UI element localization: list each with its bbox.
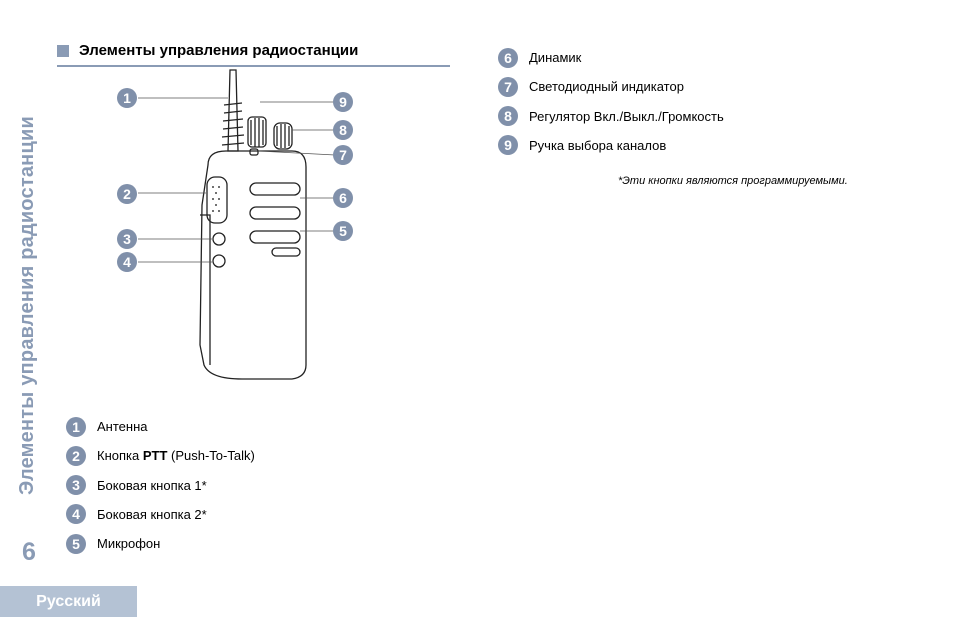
legend-item: 8 Регулятор Вкл./Выкл./Громкость <box>498 102 724 131</box>
footnote: *Эти кнопки являются программируемыми. <box>618 175 848 187</box>
legend-item: 4 Боковая кнопка 2* <box>66 500 255 529</box>
legend-label-prefix: Кнопка <box>97 448 143 464</box>
legend-label: Динамик <box>529 50 582 66</box>
callout-badge-1: 1 <box>117 88 137 108</box>
legend-label: Микрофон <box>97 536 161 552</box>
callout-badge-6: 6 <box>333 188 353 208</box>
radio-illustration <box>138 69 336 380</box>
legend-item: 2 Кнопка PTT (Push-To-Talk) <box>66 441 255 470</box>
side-button-2-shape <box>212 254 226 268</box>
callout-badge-2: 2 <box>117 184 137 204</box>
callout-badge-9: 9 <box>333 92 353 112</box>
callout-badge-3: 3 <box>117 229 137 249</box>
side-button-1-shape <box>212 232 226 246</box>
legend-item: 9 Ручка выбора каналов <box>498 131 724 160</box>
legend-number-badge: 8 <box>498 106 518 127</box>
legend-number-badge: 9 <box>498 135 518 156</box>
legend-number-badge: 5 <box>66 533 86 554</box>
section-heading-text: Элементы управления радиостанции <box>79 42 359 59</box>
page-number: 6 <box>22 538 36 566</box>
legend-list-left: 1 Антенна 2 Кнопка PTT (Push-To-Talk) 3 … <box>66 412 255 558</box>
legend-label-bold: PTT <box>142 448 168 464</box>
legend-item: 5 Микрофон <box>66 529 255 558</box>
legend-label: Боковая кнопка 2* <box>97 506 207 522</box>
legend-item: 3 Боковая кнопка 1* <box>66 471 255 500</box>
legend-number-badge: 6 <box>498 47 518 68</box>
side-section-title: Элементы управления радиостанции <box>15 115 38 495</box>
legend-item: 6 Динамик <box>498 43 724 72</box>
section-heading: Элементы управления радиостанции <box>57 42 358 59</box>
volume-knob-shape <box>273 122 293 150</box>
channel-knob-shape <box>247 116 267 148</box>
callout-badge-5: 5 <box>333 221 353 241</box>
ptt-button-shape <box>206 176 228 224</box>
language-tab: Русский <box>0 586 137 617</box>
radio-body-shape <box>199 150 307 380</box>
antenna-shape <box>227 69 239 152</box>
legend-label: Боковая кнопка 1* <box>97 477 207 493</box>
legend-label: Кнопка PTT (Push-To-Talk) <box>97 448 255 463</box>
legend-label: Регулятор Вкл./Выкл./Громкость <box>529 108 724 124</box>
legend-label: Ручка выбора каналов <box>529 137 667 153</box>
legend-label: Антенна <box>97 419 148 435</box>
callout-badge-8: 8 <box>333 120 353 140</box>
heading-divider <box>57 65 450 67</box>
callout-badge-4: 4 <box>117 252 137 272</box>
legend-item: 7 Светодиодный индикатор <box>498 72 724 101</box>
legend-item: 1 Антенна <box>66 412 255 441</box>
legend-number-badge: 3 <box>66 475 86 496</box>
callout-badge-7: 7 <box>333 145 353 165</box>
legend-number-badge: 7 <box>498 76 518 97</box>
legend-list-right: 6 Динамик 7 Светодиодный индикатор 8 Рег… <box>498 43 724 160</box>
legend-label-suffix: (Push-To-Talk) <box>167 448 255 464</box>
legend-number-badge: 1 <box>66 416 86 437</box>
legend-label: Светодиодный индикатор <box>529 79 684 95</box>
heading-square-icon <box>57 44 69 57</box>
legend-number-badge: 2 <box>66 445 86 466</box>
legend-number-badge: 4 <box>66 504 86 525</box>
